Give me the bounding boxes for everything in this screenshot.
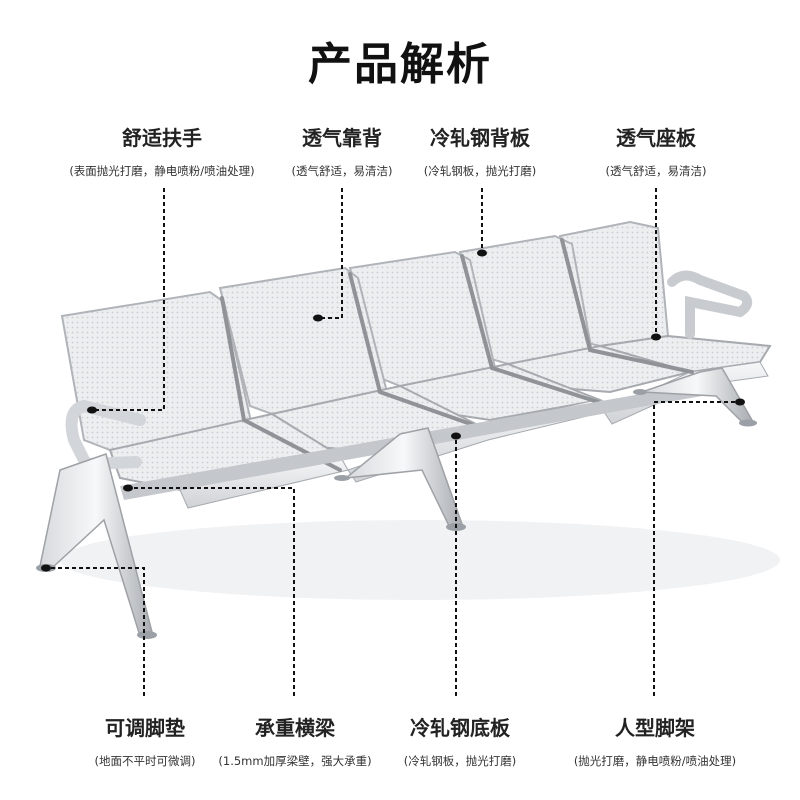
callout-base-panel-name: 冷轧钢底板 (410, 716, 510, 740)
foot-pad-1 (137, 631, 157, 639)
line-leg-frame (653, 401, 740, 696)
callout-beam-desc: (1.5mm加厚梁壁，强大承重) (218, 754, 372, 768)
dot-foot-pad (41, 564, 51, 572)
callout-backrest: 透气靠背 (透气舒适，易清洁) (242, 122, 442, 179)
dot-base-panel (451, 432, 461, 440)
dot-armrest (87, 406, 97, 414)
line-foot-pad (46, 567, 145, 696)
divider-4 (560, 238, 694, 374)
callout-dots (41, 249, 745, 572)
callout-back-panel-desc: (冷轧钢板，抛光打磨) (423, 164, 537, 178)
line-backrest (316, 188, 343, 319)
armrest-left (65, 399, 146, 471)
divider-3 (460, 254, 600, 404)
callout-backrest-name: 透气靠背 (302, 126, 382, 150)
callout-lines (46, 188, 740, 696)
callout-back-panel-name: 冷轧钢背板 (430, 126, 530, 150)
callout-leg-frame-desc: (抛光打磨，静电喷粉/喷油处理) (573, 754, 737, 768)
callout-beam-name: 承重横梁 (255, 716, 335, 740)
dot-back-panel (477, 249, 487, 257)
callout-armrest-desc: (表面抛光打磨，静电喷粉/喷油处理) (69, 164, 255, 178)
callout-foot-pad-name: 可调脚垫 (105, 716, 185, 740)
foot-pad-4 (334, 475, 350, 481)
callout-foot-pad: 可调脚垫 (地面不平时可微调) (45, 712, 245, 769)
callout-armrest: 舒适扶手 (表面抛光打磨，静电喷粉/喷油处理) (62, 122, 262, 179)
callout-base-panel: 冷轧钢底板 (冷轧钢板，抛光打磨) (360, 712, 560, 769)
callout-seat-desc: (透气舒适，易清洁) (605, 164, 707, 178)
callout-foot-pad-desc: (地面不平时可微调) (94, 754, 196, 768)
dot-leg-frame (735, 398, 745, 406)
callout-leg-frame: 人型脚架 (抛光打磨，静电喷粉/喷油处理) (555, 712, 755, 769)
callout-backrest-desc: (透气舒适，易清洁) (291, 164, 393, 178)
callout-base-panel-desc: (冷轧钢板，抛光打磨) (403, 754, 517, 768)
dot-seat (651, 333, 661, 341)
foot-pad-6 (633, 389, 647, 395)
callout-back-panel: 冷轧钢背板 (冷轧钢板，抛光打磨) (380, 122, 580, 179)
armrest-right (667, 270, 753, 339)
line-armrest (90, 188, 165, 411)
dot-beam (123, 484, 133, 492)
callout-seat: 透气座板 (透气舒适，易清洁) (556, 122, 756, 179)
dot-backrest (313, 314, 323, 322)
callout-beam: 承重横梁 (1.5mm加厚梁壁，强大承重) (195, 712, 395, 769)
foot-pad-5 (739, 419, 757, 427)
divider-2 (348, 272, 484, 430)
callout-leg-frame-name: 人型脚架 (615, 716, 695, 740)
callout-armrest-name: 舒适扶手 (122, 126, 202, 150)
floor-shadow (60, 520, 780, 600)
callout-seat-name: 透气座板 (616, 126, 696, 150)
page-title: 产品解析 (308, 39, 492, 90)
line-beam (128, 487, 295, 696)
